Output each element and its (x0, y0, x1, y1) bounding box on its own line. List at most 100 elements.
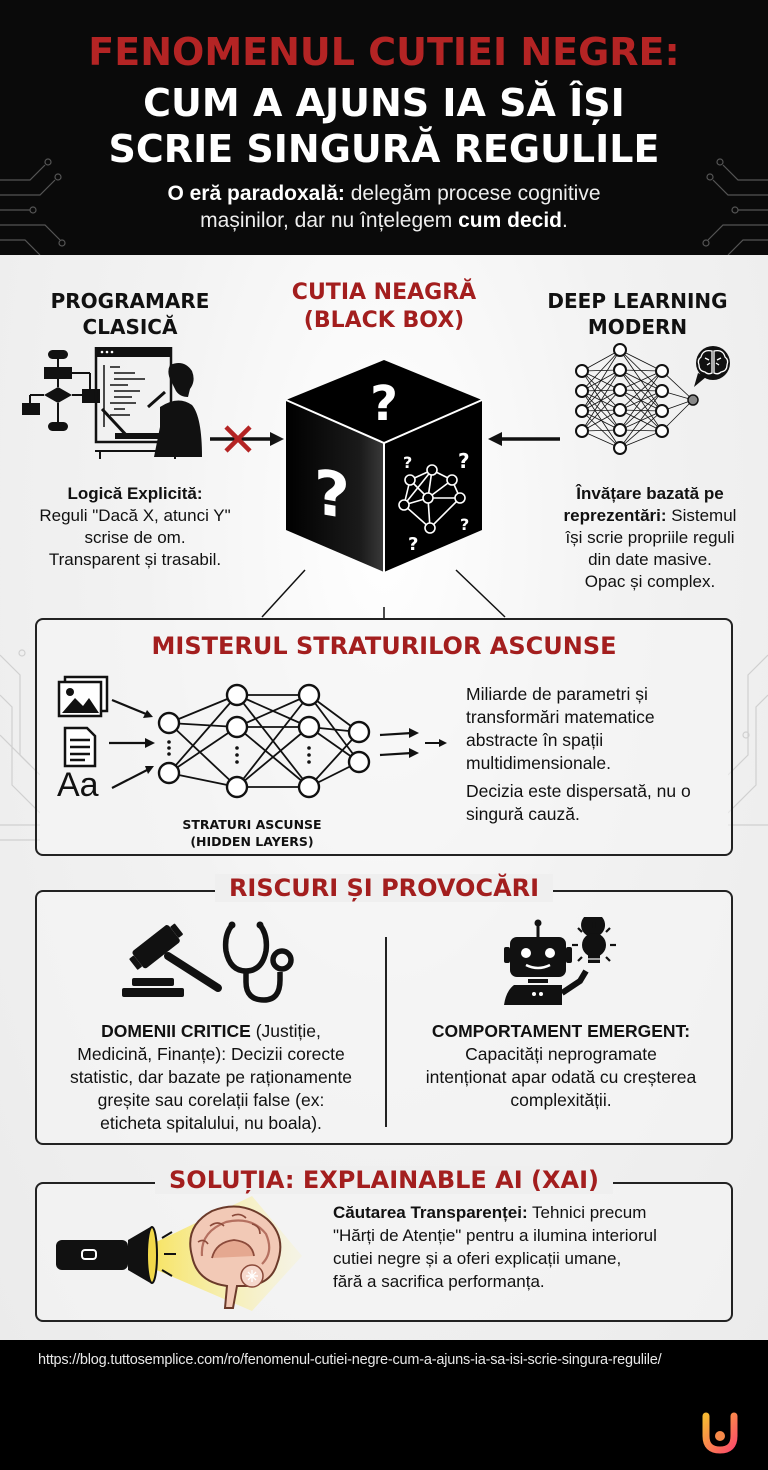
hidden-layers-label-line-1: STRATURI ASCUNSE (182, 817, 322, 832)
hidden-layers-text-2: Decizia este dispersată, nu o singură ca… (466, 780, 726, 826)
black-box-cube-icon: ? ? ?? ?? (270, 350, 498, 590)
critical-domains-line-2: Medicină, Finanțe): Decizii corecte (77, 1044, 345, 1064)
classic-title-line-2: CLASICĂ (82, 315, 178, 339)
classic-desc-bold: Logică Explicită: (67, 484, 203, 503)
deep-learning-title-line-2: MODERN (587, 315, 688, 339)
critical-domains-text: DOMENII CRITICE (Justiție, Medicină, Fin… (39, 1020, 383, 1135)
hidden-layers-diagram: Aa (57, 675, 447, 800)
gavel-icon (122, 923, 222, 997)
source-url-link[interactable]: https://blog.tuttosemplice.com/ro/fenome… (38, 1352, 662, 1368)
subtitle-bold-2: cum decid (458, 209, 562, 232)
main-content: PROGRAMARE CLASICĂ (0, 255, 768, 1340)
svg-text:?: ? (403, 453, 412, 472)
risks-panel: RISCURI ȘI PROVOCĂRI DOMENII CRITI (35, 874, 733, 1145)
solution-line-2: "Hărți de Atenție" pentru a ilumina inte… (333, 1226, 657, 1245)
risks-title: RISCURI ȘI PROVOCĂRI (37, 874, 731, 902)
classic-desc-line-3: Transparent și trasabil. (48, 550, 222, 569)
deep-learning-desc-line-4: din date masive. (588, 550, 712, 569)
hidden-layers-text-1-line: abstracte în spații (466, 730, 604, 750)
lightbulb-icon (572, 917, 616, 963)
circuit-decoration-icon (728, 654, 768, 826)
deep-learning-desc-bold-1: Învățare bazată pe (576, 484, 724, 503)
hidden-layers-text-2-line: Decizia este dispersată, nu o (466, 781, 691, 801)
classic-title-line-1: PROGRAMARE (50, 289, 210, 313)
solution-line-1: Tehnici precum (527, 1203, 647, 1222)
solution-text: Căutarea Transparenței: Tehnici precum "… (333, 1201, 723, 1293)
hidden-layers-text-1-line: Miliarde de parametri și (466, 684, 648, 704)
subtitle-end: . (562, 209, 568, 232)
critical-domains-line-1: (Justiție, (250, 1021, 321, 1041)
brain-icon (189, 1205, 282, 1309)
critical-domains-bold: DOMENII CRITICE (101, 1021, 251, 1041)
solution-title: SOLUȚIA: EXPLAINABLE AI (XAI) (37, 1166, 731, 1194)
black-box-title-line-2: (BLACK BOX) (303, 308, 465, 333)
svg-text:?: ? (460, 515, 469, 534)
deep-learning-desc-bold-2: reprezentări: (563, 506, 667, 525)
circuit-decoration-icon (0, 158, 66, 255)
classic-desc-line-2: scrise de om. (84, 528, 186, 547)
emergent-behavior-line-3: complexității. (510, 1090, 612, 1110)
hidden-layers-panel: MISTERUL STRATURILOR ASCUNSE Aa (35, 618, 733, 856)
critical-domains-line-3: statistic, dar bazate pe raționamente (69, 1067, 353, 1087)
deep-learning-description: Învățare bazată pe reprezentări: Sistemu… (540, 483, 760, 593)
stethoscope-icon (222, 923, 294, 1003)
flashlight-icon (56, 1226, 176, 1284)
solution-bold: Căutarea Transparenței: (333, 1203, 528, 1222)
critical-domains-line-5: eticheta spitalului, nu boala). (100, 1113, 322, 1133)
subtitle: O eră paradoxală: delegăm procese cognit… (0, 180, 768, 234)
circuit-decoration-icon (702, 158, 768, 255)
neural-network-brain-icon (575, 343, 730, 455)
robot-icon (504, 919, 589, 1005)
connector-lines (261, 569, 506, 620)
emergent-behavior-text: COMPORTAMENT EMERGENT: Capacități neprog… (389, 1020, 733, 1112)
hidden-layers-title: MISTERUL STRATURILOR ASCUNSE (151, 632, 617, 660)
subtitle-text-1: delegăm procese cognitive (344, 182, 601, 205)
subtitle-text-2: mașinilor, dar nu înțelegem (200, 209, 459, 232)
svg-text:?: ? (370, 376, 398, 432)
black-box-title: CUTIA NEAGRĂ (BLACK BOX) (254, 279, 514, 335)
title-line-1: FENOMENUL CUTIEI NEGRE: (88, 30, 680, 74)
solution-line-3: cutiei negre și a oferi explicații umane… (333, 1249, 622, 1268)
gavel-stethoscope-icons (122, 921, 294, 1003)
hidden-layers-label: STRATURI ASCUNSE (HIDDEN LAYERS) (157, 816, 347, 850)
document-icon (63, 726, 97, 768)
classic-programming-title: PROGRAMARE CLASICĂ (20, 288, 240, 340)
deep-learning-desc-line-2: Sistemul (666, 506, 737, 525)
classic-description: Logică Explicită: Reguli "Dacă X, atunci… (10, 483, 260, 571)
emergent-behavior-bold: COMPORTAMENT EMERGENT: (431, 1021, 691, 1041)
circuit-decoration-icon (0, 649, 40, 841)
flashlight-brain-icons (56, 1196, 302, 1311)
deep-learning-title: DEEP LEARNING MODERN (520, 288, 755, 340)
footer: https://blog.tuttosemplice.com/ro/fenome… (0, 1340, 768, 1470)
text-icon: Aa (57, 766, 99, 800)
divider (385, 937, 387, 1127)
critical-domains-line-4: greșite sau corelații false (ex: (97, 1090, 325, 1110)
hidden-layers-text-1-line: transformări matematice (466, 707, 655, 727)
deep-learning-desc-line-3: își scrie propriile reguli (565, 528, 735, 547)
tuttosemplice-logo-icon[interactable] (702, 1412, 738, 1454)
header: FENOMENUL CUTIEI NEGRE: CUM A AJUNS IA S… (0, 0, 768, 255)
emergent-behavior-line-2: intenționat apar odată cu creșterea (425, 1067, 697, 1087)
title-line-3: SCRIE SINGURĂ REGULILE (108, 127, 660, 171)
risks-title-text: RISCURI ȘI PROVOCĂRI (214, 874, 554, 902)
solution-line-4: fără a sacrifica performanța. (333, 1272, 545, 1291)
input-arrow-icon (488, 432, 560, 446)
title-lines-2-3: CUM A AJUNS IA SĂ ÎȘI SCRIE SINGURĂ REGU… (0, 80, 768, 172)
hidden-layers-label-line-2: (HIDDEN LAYERS) (190, 834, 314, 849)
hidden-layers-text-1-line: multidimensionale. (466, 753, 611, 773)
classic-desc-line-1: Reguli "Dacă X, atunci Y" (39, 506, 231, 525)
subtitle-bold-1: O eră paradoxală: (167, 182, 345, 205)
svg-text:?: ? (458, 449, 470, 473)
hidden-layers-text-2-line: singură cauză. (466, 804, 580, 824)
black-box-title-line-1: CUTIA NEAGRĂ (291, 280, 477, 305)
flowchart-programmer-icon (22, 347, 202, 459)
deep-learning-desc-line-5: Opac și complex. (584, 572, 716, 591)
robot-lightbulb-icons (504, 917, 616, 1005)
title-line-2: CUM A AJUNS IA SĂ ÎȘI (143, 81, 625, 125)
image-icon (57, 675, 109, 718)
hidden-layers-text-1: Miliarde de parametri și transformări ma… (466, 683, 726, 775)
svg-text:?: ? (408, 534, 418, 555)
deep-learning-title-line-1: DEEP LEARNING (547, 289, 728, 313)
svg-text:?: ? (314, 455, 350, 534)
emergent-behavior-line-1: Capacități neprogramate (465, 1044, 657, 1064)
